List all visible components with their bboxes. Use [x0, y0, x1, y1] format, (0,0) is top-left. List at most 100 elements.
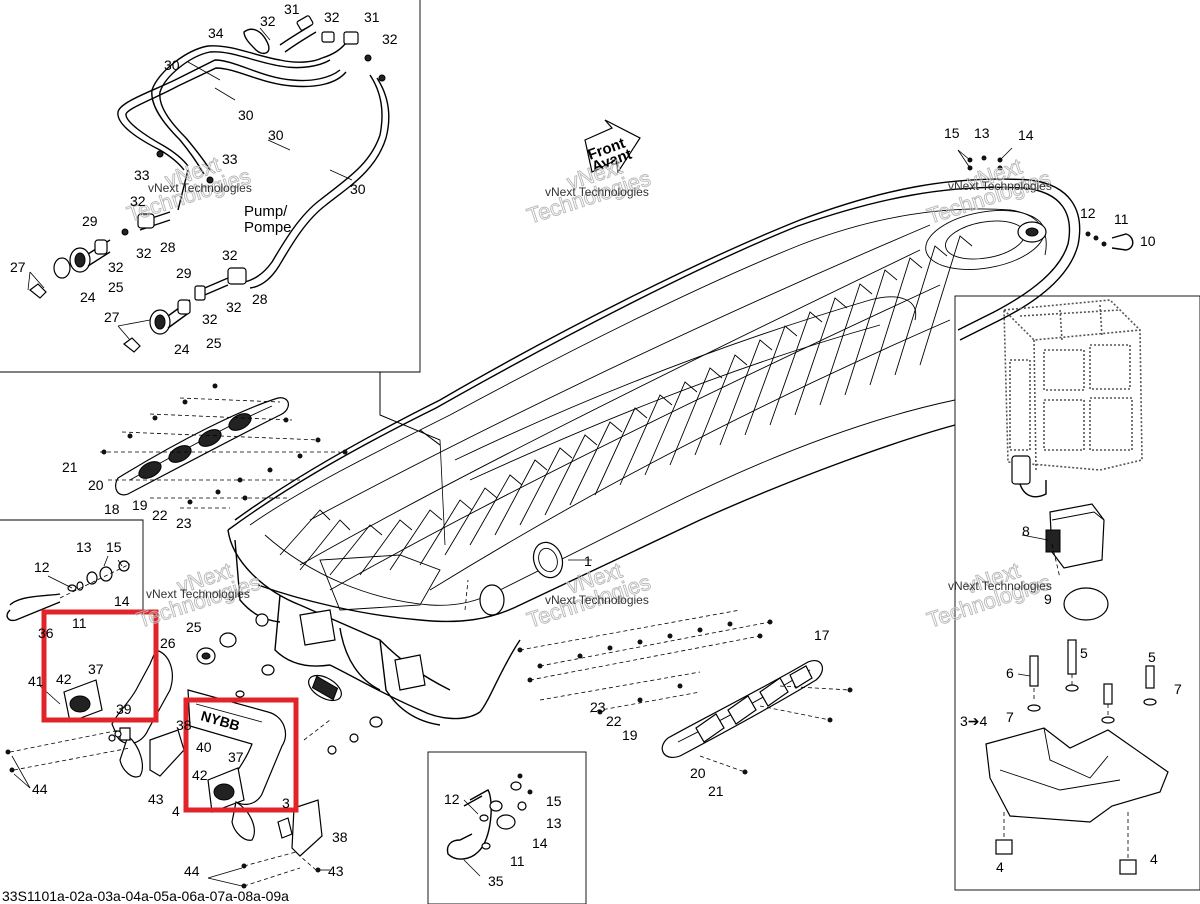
callout: 12: [34, 559, 50, 575]
watermark-small: vNext Technologies: [545, 185, 649, 199]
callout: 29: [82, 213, 98, 229]
callout: 38: [332, 829, 348, 845]
highlight-box-left: [41, 609, 159, 723]
callout: 22: [152, 507, 168, 523]
callout: 42: [56, 671, 72, 687]
callout: 28: [160, 239, 176, 255]
callout: 25: [206, 335, 222, 351]
highlight-box-right: [183, 697, 299, 813]
callout: 4: [172, 803, 180, 819]
callout: 11: [72, 615, 87, 631]
callout: 17: [814, 627, 830, 643]
callout: 21: [62, 459, 78, 475]
lift-ring-inset: [446, 773, 533, 877]
callout: 23: [590, 699, 606, 715]
sponson-left: [100, 383, 348, 509]
callout: 14: [1018, 127, 1034, 143]
front-arrow: Front Avant: [584, 119, 641, 176]
callout: 24: [80, 289, 96, 305]
callout: 33: [134, 167, 150, 183]
callout: 10: [1140, 233, 1156, 249]
callout: 26: [160, 635, 176, 651]
callout: 9: [1044, 591, 1052, 607]
callout: 3: [282, 795, 290, 811]
callout: 35: [488, 873, 504, 889]
callout: 1: [584, 553, 592, 569]
callout: 18: [104, 501, 120, 517]
intake-grate-right: NYBB: [187, 632, 383, 889]
callout: 4: [996, 859, 1004, 875]
callout: 31: [284, 1, 300, 17]
callout: 7: [1006, 709, 1014, 725]
electronics-module: [985, 299, 1169, 875]
callout: 32: [130, 193, 146, 209]
callout: 30: [268, 127, 284, 143]
callout: 6: [1006, 665, 1014, 681]
callout: 42: [192, 767, 208, 783]
callout: 22: [606, 713, 622, 729]
callout: 29: [176, 265, 192, 281]
bow-eyelet-hardware: [957, 147, 1134, 251]
callouts: 34 32 31 32 31 32 30 30 30 30 33 33 32 2…: [10, 1, 1182, 889]
callout: 40: [196, 739, 212, 755]
callout: 25: [108, 279, 124, 295]
callout: 32: [222, 247, 238, 263]
watermark-small: vNext Technologies: [146, 587, 250, 601]
hull: [227, 178, 1081, 726]
callout: 5: [1148, 649, 1156, 665]
callout: 44: [32, 781, 48, 797]
callout: 31: [364, 9, 380, 25]
callout: 21: [708, 783, 724, 799]
callout: 20: [690, 765, 706, 781]
callout: 32: [382, 31, 398, 47]
callout: 43: [328, 863, 344, 879]
callout: 32: [226, 299, 242, 315]
callout: 30: [350, 181, 366, 197]
callout: 32: [202, 311, 218, 327]
callout: 8: [1022, 523, 1030, 539]
callout: 15: [944, 125, 960, 141]
callout: 20: [88, 477, 104, 493]
watermark-small: vNext Technologies: [948, 179, 1052, 193]
callout: 23: [176, 515, 192, 531]
pump-label-fr: Pompe: [244, 219, 292, 236]
callout: 32: [324, 9, 340, 25]
callout: 41: [28, 673, 44, 689]
callout: 13: [546, 815, 562, 831]
callout: 15: [106, 539, 122, 555]
callout: 19: [622, 727, 638, 743]
callout: 37: [88, 661, 104, 677]
callout: 28: [252, 291, 268, 307]
callout: 38: [176, 717, 192, 733]
callout: 12: [1080, 205, 1096, 221]
watermark-small: vNext Technologies: [948, 579, 1052, 593]
stern-eyelet-inset: [6, 555, 131, 622]
callout: 43: [148, 791, 164, 807]
callout: 25: [186, 619, 202, 635]
callout: 7: [1174, 681, 1182, 697]
callout: 39: [116, 701, 132, 717]
drawing-reference: 33S1101a-02a-03a-04a-05a-06a-07a-08a-09a: [2, 888, 289, 904]
callout: 11: [510, 853, 525, 869]
callout: 32: [260, 13, 276, 29]
callout: 44: [184, 863, 200, 879]
watermark-small: vNext Technologies: [545, 593, 649, 607]
callout: 15: [546, 793, 562, 809]
callout: 4: [1150, 851, 1158, 867]
callout: 30: [164, 57, 180, 73]
pump-label-en: Pump/: [244, 203, 288, 220]
callout: 34: [208, 25, 224, 41]
callout: 19: [132, 497, 148, 513]
callout: 30: [238, 107, 254, 123]
callout: 13: [974, 125, 990, 141]
callout: 32: [136, 245, 152, 261]
callout: 14: [532, 835, 548, 851]
sponson-right: [517, 609, 853, 775]
callout: 12: [444, 791, 460, 807]
callout: 27: [10, 259, 26, 275]
callout: 27: [104, 309, 120, 325]
callout: 3➔4: [960, 713, 988, 729]
callout: 11: [1114, 211, 1129, 227]
callout: 33: [222, 151, 238, 167]
